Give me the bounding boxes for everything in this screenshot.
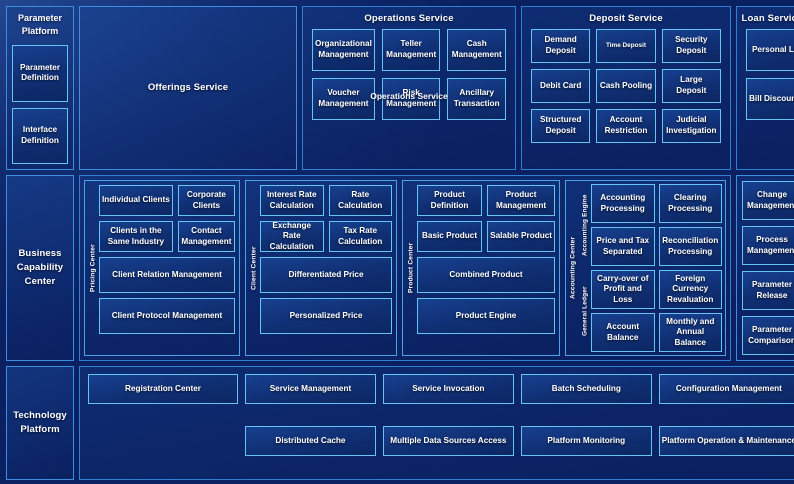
- technology-platform-row: Technology Platform Registration Center …: [6, 366, 794, 480]
- box-account-balance[interactable]: Account Balance: [591, 313, 655, 352]
- box-platform-operation-maintenance[interactable]: Platform Operation & Maintenance: [658, 426, 794, 456]
- box-demand-deposit[interactable]: Demand Deposit: [531, 29, 591, 63]
- box-foreign-currency-revaluation[interactable]: Foreign Currency Revaluation: [658, 270, 722, 309]
- box-teller-management[interactable]: Teller Management: [381, 29, 441, 71]
- vertical-label-pricing-center: Pricing Center: [89, 244, 97, 292]
- box-combined-product[interactable]: Combined Product: [417, 257, 555, 293]
- panel-title-deposit-service: Deposit Service: [589, 13, 663, 24]
- box-batch-scheduling[interactable]: Batch Scheduling: [520, 374, 652, 404]
- box-structured-deposit[interactable]: Structured Deposit: [531, 109, 591, 143]
- row-label-offerings-service: Offerings Service: [79, 6, 297, 170]
- box-client-protocol-management[interactable]: Client Protocol Management: [99, 298, 235, 334]
- box-cash-pooling[interactable]: Cash Pooling: [596, 69, 656, 103]
- box-multiple-data-sources-access[interactable]: Multiple Data Sources Access: [382, 426, 514, 456]
- box-exchange-rate-calculation[interactable]: Exchange Rate Calculation: [260, 221, 324, 252]
- box-product-engine[interactable]: Product Engine: [417, 298, 555, 334]
- vertical-label-accounting-center: Accounting Center: [569, 236, 577, 300]
- box-organizational-management[interactable]: Organizational Management: [312, 29, 375, 71]
- box-product-definition[interactable]: Product Definition: [417, 185, 483, 216]
- technology-platform-items: Registration Center Service Management S…: [79, 366, 794, 480]
- panel-deposit-service[interactable]: Deposit Service Demand Deposit Time Depo…: [521, 6, 731, 170]
- group-accounting-engine: Accounting Engine Accounting Processing …: [579, 184, 722, 266]
- box-configuration-management[interactable]: Configuration Management: [658, 374, 794, 404]
- panel-title-parameter-platform: Parameter Platform: [17, 13, 63, 37]
- panel-pricing-center[interactable]: Pricing Center Individual Clients Corpor…: [84, 180, 240, 356]
- vertical-label-general-ledger: General Ledger: [581, 286, 589, 336]
- box-time-deposit[interactable]: Time Deposit: [596, 29, 656, 63]
- panel-client-center[interactable]: Client Center Interest Rate Calculation …: [245, 180, 397, 356]
- row-label-technology-platform: Technology Platform: [6, 366, 74, 480]
- box-basic-product[interactable]: Basic Product: [417, 221, 483, 252]
- box-corporate-clients[interactable]: Corporate Clients: [177, 185, 235, 216]
- loan-service-items: Personal Loan Corporate Loan Financing C…: [737, 29, 794, 129]
- vertical-label-client-center: Client Center: [250, 246, 258, 290]
- box-reconciliation-processing[interactable]: Reconciliation Processing: [658, 227, 722, 266]
- box-large-deposit[interactable]: Large Deposit: [661, 69, 721, 103]
- box-bill-discounting[interactable]: Bill Discounting: [746, 78, 794, 120]
- vertical-label-product-center: Product Center: [407, 242, 415, 294]
- panel-parameter-platform-lower[interactable]: Change Management Process Management Par…: [736, 175, 794, 361]
- box-service-management[interactable]: Service Management: [245, 374, 376, 404]
- box-voucher-management[interactable]: Voucher Management: [312, 78, 375, 120]
- box-carry-over-profit-loss[interactable]: Carry-over of Profit and Loss: [591, 270, 655, 309]
- row-label-business-capability-center: Business Capability Center: [6, 175, 74, 361]
- business-capability-center-row: Business Capability Center Pricing Cente…: [6, 175, 794, 361]
- box-clearing-processing[interactable]: Clearing Processing: [658, 184, 722, 223]
- box-judicial-investigation[interactable]: Judicial Investigation: [661, 109, 721, 143]
- box-risk-management[interactable]: Risk Management: [381, 78, 441, 120]
- panel-loan-service[interactable]: Loan Service Personal Loan Corporate Loa…: [736, 6, 794, 170]
- box-product-management[interactable]: Product Management: [487, 185, 555, 216]
- box-individual-clients[interactable]: Individual Clients: [99, 185, 173, 216]
- box-parameter-release[interactable]: Parameter Release: [742, 271, 794, 310]
- box-interest-rate-calculation[interactable]: Interest Rate Calculation: [260, 185, 324, 216]
- deposit-service-items: Demand Deposit Time Deposit Security Dep…: [522, 29, 730, 151]
- panel-operations-service[interactable]: Operations Service Organizational Manage…: [302, 6, 516, 170]
- box-ancillary-transaction[interactable]: Ancillary Transaction: [447, 78, 506, 120]
- panel-title-operations-service: Operations Service: [364, 13, 454, 24]
- vertical-label-accounting-engine: Accounting Engine: [581, 194, 589, 256]
- box-price-and-tax-separated[interactable]: Price and Tax Separated: [591, 227, 655, 266]
- panel-product-center[interactable]: Product Center Product Definition Produc…: [402, 180, 560, 356]
- box-client-relation-management[interactable]: Client Relation Management: [99, 257, 235, 293]
- box-contact-management[interactable]: Contact Management: [177, 221, 235, 252]
- box-cash-management[interactable]: Cash Management: [447, 29, 506, 71]
- box-interface-definition[interactable]: Interface Definition: [12, 107, 68, 164]
- box-personal-loan[interactable]: Personal Loan: [746, 29, 794, 71]
- group-general-ledger: General Ledger Carry-over of Profit and …: [579, 270, 722, 352]
- box-distributed-cache[interactable]: Distributed Cache: [245, 426, 376, 456]
- box-monthly-annual-balance[interactable]: Monthly and Annual Balance: [658, 313, 722, 352]
- box-clients-same-industry[interactable]: Clients in the Same Industry: [99, 221, 173, 252]
- business-capability-panels: Pricing Center Individual Clients Corpor…: [79, 175, 731, 361]
- panel-title-loan-service: Loan Service: [741, 13, 794, 24]
- box-parameter-definition[interactable]: Parameter Definition: [12, 45, 68, 102]
- operations-service-items: Organizational Management Teller Managem…: [303, 29, 515, 129]
- box-personalized-price[interactable]: Personalized Price: [260, 298, 392, 334]
- panel-accounting-center[interactable]: Accounting Center Accounting Engine Acco…: [565, 180, 726, 356]
- box-account-restriction[interactable]: Account Restriction: [596, 109, 656, 143]
- box-platform-monitoring[interactable]: Platform Monitoring: [520, 426, 652, 456]
- offerings-service-row: Offerings Service Operations Service Org…: [6, 6, 794, 170]
- box-service-invocation[interactable]: Service Invocation: [382, 374, 514, 404]
- box-registration-center[interactable]: Registration Center: [88, 374, 238, 404]
- box-differentiated-price[interactable]: Differentiated Price: [260, 257, 392, 293]
- box-salable-product[interactable]: Salable Product: [487, 221, 555, 252]
- box-tax-rate-calculation[interactable]: Tax Rate Calculation: [328, 221, 392, 252]
- box-debit-card[interactable]: Debit Card: [531, 69, 591, 103]
- box-accounting-processing[interactable]: Accounting Processing: [591, 184, 655, 223]
- box-process-management[interactable]: Process Management: [742, 226, 794, 265]
- box-parameter-comparison[interactable]: Parameter Comparison: [742, 316, 794, 355]
- box-rate-calculation[interactable]: Rate Calculation: [328, 185, 392, 216]
- panel-parameter-platform[interactable]: Parameter Platform Parameter Definition …: [6, 6, 74, 170]
- box-security-deposit[interactable]: Security Deposit: [661, 29, 721, 63]
- box-change-management[interactable]: Change Management: [742, 181, 794, 220]
